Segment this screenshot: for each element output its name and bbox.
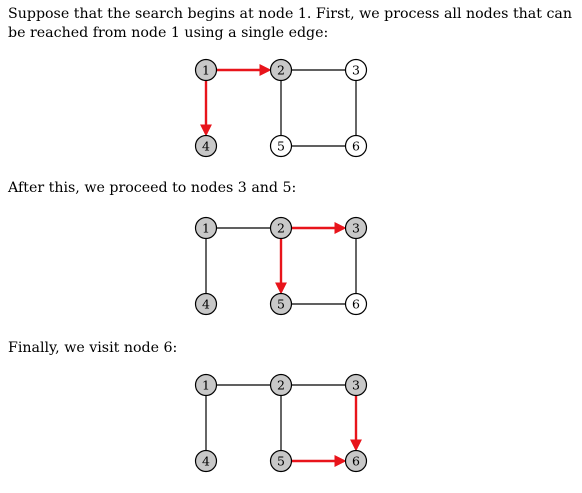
node-circle [194,58,218,82]
node-2: 2 [269,58,293,82]
node-label: 6 [352,454,360,469]
node-1: 1 [194,216,218,240]
node-circle [269,134,293,158]
node-circle [194,216,218,240]
node-label: 3 [352,378,360,393]
node-circle [344,449,368,473]
node-label: 2 [277,378,285,393]
node-3: 3 [344,373,368,397]
node-label: 1 [202,221,210,236]
intro-paragraph: Suppose that the search begins at node 1… [8,6,572,41]
node-label: 3 [352,221,360,236]
node-circle [344,373,368,397]
step2-paragraph: After this, we proceed to nodes 3 and 5: [8,180,297,196]
graph-step-1: 1 2 3 4 5 6 [194,58,368,158]
node-label: 2 [277,221,285,236]
node-circle [344,216,368,240]
node-label: 5 [277,139,285,154]
node-circle [344,134,368,158]
node-3: 3 [344,58,368,82]
node-circle [194,373,218,397]
node-4: 4 [194,449,218,473]
node-label: 5 [277,454,285,469]
node-6: 6 [344,292,368,316]
node-circle [269,449,293,473]
node-label: 2 [277,63,285,78]
node-circle [344,292,368,316]
node-label: 6 [352,139,360,154]
node-circle [194,134,218,158]
node-5: 5 [269,449,293,473]
node-circle [194,449,218,473]
node-label: 5 [277,297,285,312]
graph-step-3: 1 2 3 4 5 6 [194,373,368,473]
node-6: 6 [344,134,368,158]
node-circle [269,58,293,82]
node-2: 2 [269,216,293,240]
graph-step-2: 1 2 3 4 5 6 [194,216,368,316]
node-6: 6 [344,449,368,473]
node-circle [269,292,293,316]
node-circle [269,373,293,397]
node-circle [269,216,293,240]
node-1: 1 [194,373,218,397]
node-label: 4 [202,454,210,469]
node-circle [194,292,218,316]
node-label: 6 [352,297,360,312]
node-label: 4 [202,297,210,312]
step3-paragraph: Finally, we visit node 6: [8,340,178,356]
node-2: 2 [269,373,293,397]
node-label: 1 [202,63,210,78]
node-5: 5 [269,292,293,316]
node-1: 1 [194,58,218,82]
node-label: 4 [202,139,210,154]
node-5: 5 [269,134,293,158]
node-label: 3 [352,63,360,78]
node-circle [344,58,368,82]
node-4: 4 [194,292,218,316]
node-3: 3 [344,216,368,240]
node-label: 1 [202,378,210,393]
node-4: 4 [194,134,218,158]
